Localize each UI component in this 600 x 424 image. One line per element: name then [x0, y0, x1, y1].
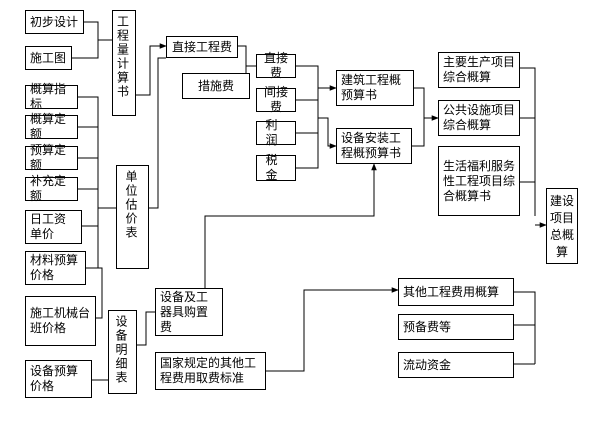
label: 税金 [265, 153, 287, 182]
connector-line [137, 311, 155, 346]
box-direct-cost: 直接费 [256, 51, 296, 80]
box-public-facility-estimate: 公共设施项目综合概算 [438, 100, 520, 136]
connector-line [149, 57, 166, 209]
connector-line [412, 115, 425, 147]
label: 概算指标 [30, 82, 67, 111]
label: 流动资金 [403, 357, 452, 372]
box-material-budget-price: 材料预算价格 [25, 251, 86, 285]
label: 设备明细表 [114, 315, 128, 385]
connector-line [238, 45, 256, 67]
connector-line [520, 67, 536, 216]
box-equipment-install-estimate: 设备安装工程概预算书 [336, 128, 412, 164]
label: 建设项目总概算 [549, 194, 574, 259]
label: 直接费 [263, 51, 288, 80]
label: 补充定额 [30, 174, 67, 203]
label: 预算定额 [30, 143, 67, 172]
connector-line [296, 65, 319, 140]
label: 直接工程费 [171, 39, 232, 54]
box-direct-engineering-cost: 直接工程费 [166, 36, 238, 58]
label: 施工机械台班价格 [30, 306, 91, 335]
box-building-estimate: 建筑工程概预算书 [336, 70, 414, 106]
label: 国家规定的其他工程费用取费标准 [160, 356, 257, 385]
label: 日工资单价 [30, 212, 67, 241]
box-estimate-quota: 概算定额 [25, 112, 78, 141]
label: 工程量计算书 [115, 15, 130, 99]
label: 建筑工程概预算书 [341, 73, 402, 102]
box-reserve-cost: 预备费等 [398, 314, 514, 340]
connector-line [136, 43, 167, 96]
box-preliminary-design: 初步设计 [25, 10, 84, 34]
box-quantity-calc: 工程量计算书 [112, 10, 136, 116]
label: 生活福利服务性工程项目综合概算书 [443, 158, 516, 203]
connector-line [296, 140, 319, 169]
connector-line [266, 287, 399, 372]
connector-line [78, 96, 99, 268]
label: 主要生产项目综合概算 [443, 55, 516, 84]
box-other-cost-standard: 国家规定的其他工程费用取费标准 [155, 352, 266, 390]
box-supplementary-quota: 补充定额 [25, 174, 78, 203]
box-other-cost-estimate: 其他工程费用概算 [398, 278, 514, 306]
label: 措施费 [197, 78, 234, 93]
label: 其他工程费用概算 [403, 284, 500, 299]
box-working-capital: 流动资金 [398, 352, 514, 378]
label: 设备安装工程概预算书 [341, 131, 402, 160]
label: 间接费 [263, 85, 288, 114]
box-unit-valuation-table: 单位估价表 [116, 165, 149, 269]
label: 公共设施项目综合概算 [443, 103, 516, 132]
box-construction-drawing: 施工图 [25, 46, 72, 70]
box-equipment-budget-price: 设备预算价格 [25, 360, 92, 398]
connector-line [72, 40, 99, 59]
box-welfare-estimate: 生活福利服务性工程项目综合概算书 [438, 146, 520, 216]
connector-line [96, 267, 103, 319]
box-indirect-cost: 间接费 [256, 85, 296, 114]
label: 利润 [265, 118, 287, 147]
connector-line [84, 21, 112, 41]
box-measure-cost: 措施费 [182, 73, 250, 99]
box-total-estimate: 建设项目总概算 [546, 188, 578, 264]
label: 材料预算价格 [30, 253, 79, 282]
box-daily-wage-price: 日工资单价 [25, 210, 82, 244]
label: 设备预算价格 [30, 364, 79, 393]
box-machine-shift-price: 施工机械台班价格 [25, 296, 96, 346]
label: 预备费等 [403, 319, 452, 334]
box-equipment-list: 设备明细表 [108, 310, 137, 394]
label: 施工图 [30, 50, 67, 65]
label: 设备及工器具购置费 [160, 289, 209, 334]
label: 单位估价表 [124, 170, 138, 240]
connector-line [318, 117, 337, 149]
connector-line [204, 163, 377, 288]
label: 初步设计 [30, 14, 79, 29]
connector-line [514, 291, 536, 364]
box-main-production-estimate: 主要生产项目综合概算 [438, 52, 520, 88]
box-profit: 利润 [256, 118, 296, 147]
box-equipment-tool-purchase: 设备及工器具购置费 [155, 288, 223, 336]
box-budget-quota: 预算定额 [25, 143, 78, 172]
label: 概算定额 [30, 112, 67, 141]
connector-line [414, 87, 425, 115]
box-tax: 税金 [256, 153, 296, 182]
box-estimate-index: 概算指标 [25, 82, 78, 111]
